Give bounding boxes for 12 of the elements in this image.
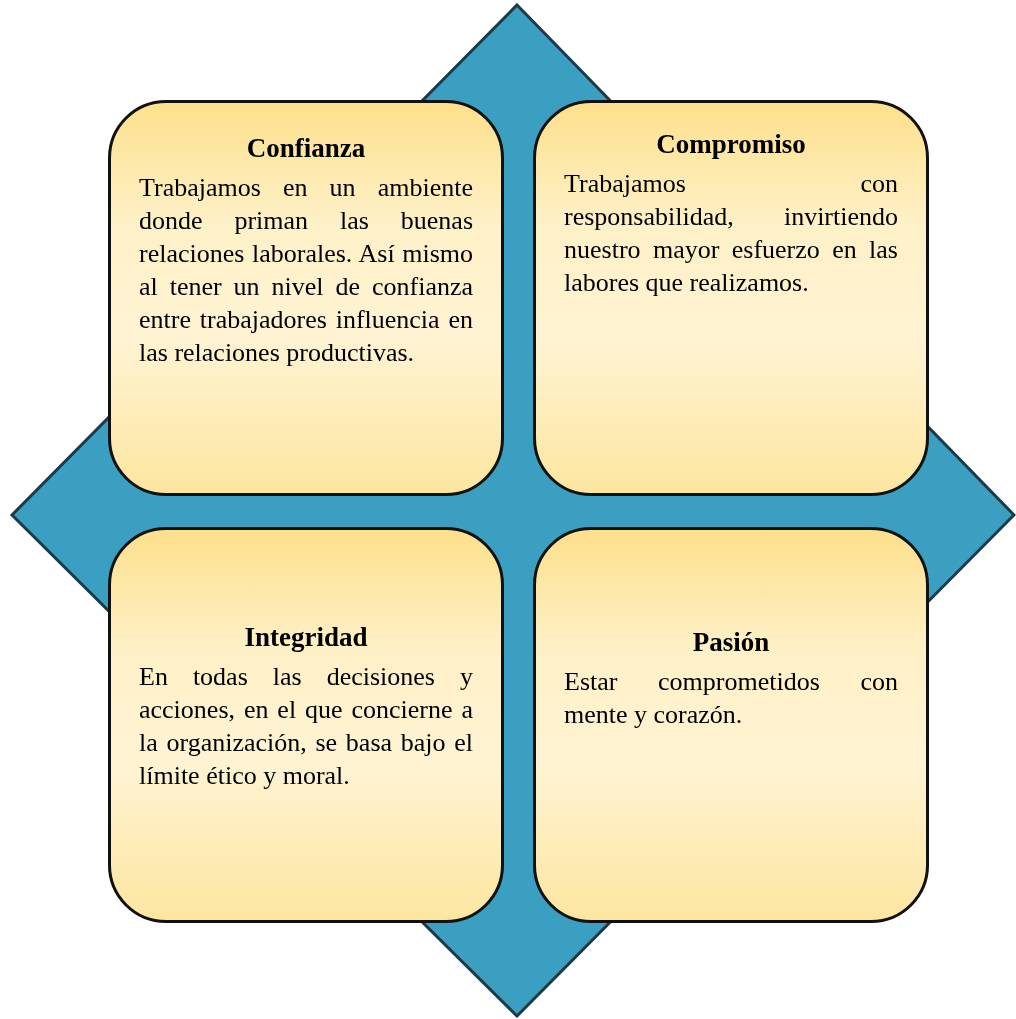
card-heading: Compromiso xyxy=(655,128,807,161)
card-heading: Pasión xyxy=(691,626,771,659)
value-card xyxy=(108,100,504,496)
card-description: Estar comprometidos con mente y corazón. xyxy=(564,666,898,731)
value-card xyxy=(533,527,929,923)
value-card xyxy=(533,100,929,496)
card-description: Trabajamos con responsabilidad, invirtiendo nuestro mayor esfuerzo en las labores que realizamos. xyxy=(564,168,898,299)
card-description: Trabajamos en un ambiente donde priman las buenas relaciones laborales. Así mismo al tener un nivel de confianza entre trabajadores influencia en las relaciones productivas. xyxy=(139,172,473,369)
card-heading: Integridad xyxy=(243,621,369,654)
card-description: En todas las decisiones y acciones, en el que concierne a la organización, se basa bajo el límite ético y moral. xyxy=(139,661,473,792)
card-heading: Confianza xyxy=(245,132,367,165)
value-card xyxy=(108,527,504,923)
